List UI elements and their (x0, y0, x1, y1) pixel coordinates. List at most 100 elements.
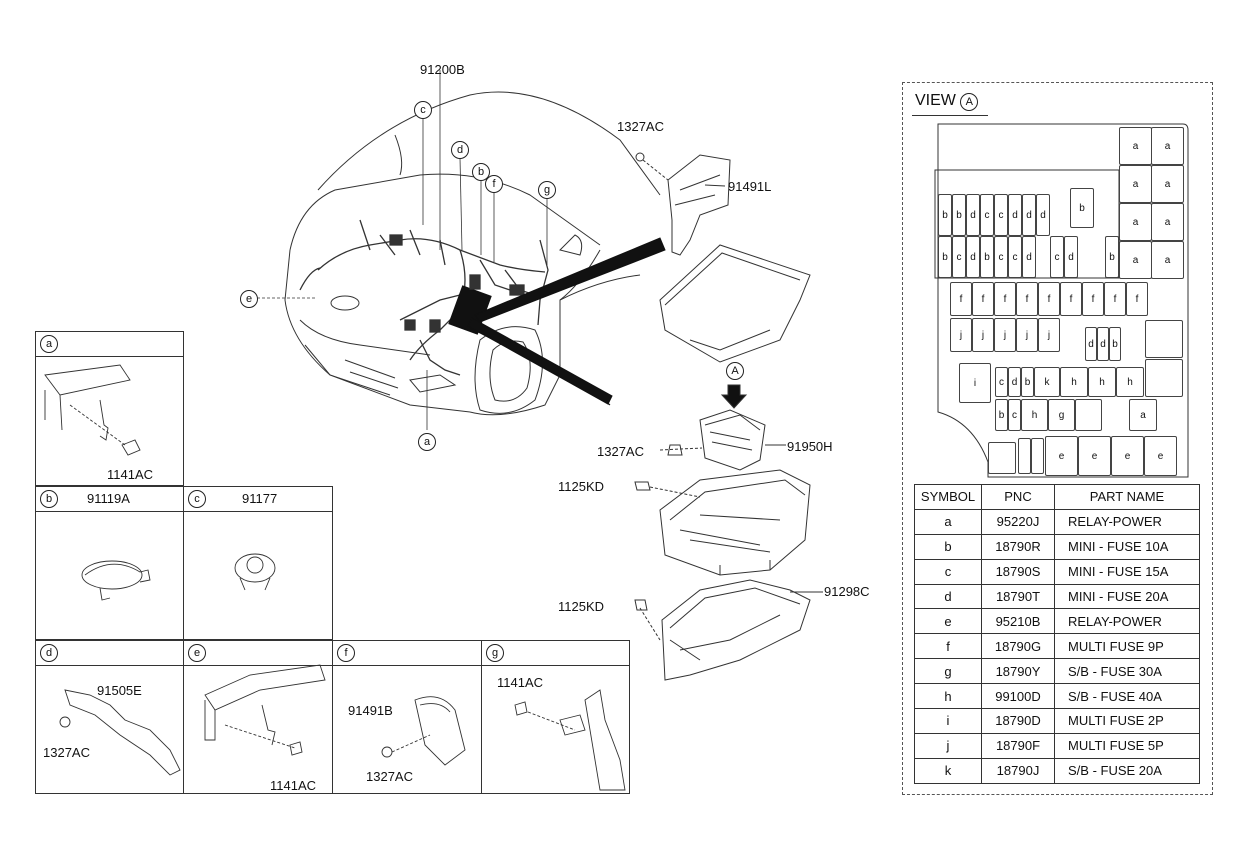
detail-drawings (44, 364, 626, 791)
harness-letter-c: c (414, 101, 432, 119)
detail-box-symbol: f (337, 644, 355, 662)
legend-pnc: 18790T (981, 583, 1055, 610)
legend-part-name: S/B - FUSE 40A (1054, 683, 1200, 710)
fuse-slot: f (972, 282, 994, 316)
fuse-slot: f (1126, 282, 1148, 316)
view-title-marker: A (960, 93, 979, 111)
detail-box-header (333, 641, 481, 666)
legend-pnc: 18790G (981, 633, 1055, 660)
callout-junction-block: 91950H (787, 439, 833, 454)
part-label: 91119A (87, 491, 130, 506)
main-fuse-box (634, 469, 811, 576)
detail-box-header (184, 641, 332, 666)
legend-header-symbol: SYMBOL (914, 484, 982, 510)
legend-symbol: j (914, 732, 982, 759)
fuse-slot: f (950, 282, 972, 316)
fuse-slot: a (1119, 127, 1152, 165)
legend-symbol: i (914, 708, 982, 734)
fuse-slot: d (966, 236, 980, 278)
detail-box-symbol: a (40, 335, 58, 353)
detail-box-symbol: c (188, 490, 206, 508)
fuse-slot: c (994, 194, 1008, 236)
fuse-slot-blank (1031, 438, 1044, 474)
detail-box-symbol: e (188, 644, 206, 662)
fuse-slot: c (952, 236, 966, 278)
fuse-slot: d (1085, 327, 1097, 361)
detail-box-header (184, 487, 332, 512)
fuse-slot: d (1022, 194, 1036, 236)
fuse-slot-blank (1018, 438, 1031, 474)
detail-box-b: b 91119A (35, 486, 184, 640)
fuse-slot: f (1038, 282, 1060, 316)
fuse-slot: j (1038, 318, 1060, 352)
legend-part-name: S/B - FUSE 30A (1054, 658, 1200, 685)
pointer-swooshes (467, 237, 666, 406)
legend-pnc: 95210B (981, 608, 1055, 635)
detail-box-d: d 91505E 1327AC (35, 640, 184, 794)
fuse-slot: a (1151, 127, 1184, 165)
harness-letter-d: d (451, 141, 469, 159)
fuse-layout: a a a a a a a a b b d c c d d d b b c d … (933, 122, 1189, 479)
legend-header-pnc: PNC (981, 484, 1055, 510)
fuse-slot: e (1144, 436, 1177, 476)
fuse-slot: c (1008, 399, 1021, 431)
bracket-91491l (635, 152, 731, 256)
fuse-slot: j (1016, 318, 1038, 352)
legend-part-name: MINI - FUSE 20A (1054, 583, 1200, 610)
harness-letter-b: b (472, 163, 490, 181)
fuse-slot: c (1050, 236, 1064, 278)
detail-box-symbol: g (486, 644, 504, 662)
callout-bracket-nut: 1327AC (617, 119, 664, 134)
harness-letter-g: g (538, 181, 556, 199)
legend-symbol: g (914, 658, 982, 685)
detail-box-a: a 1141AC (35, 331, 184, 486)
legend-part-name: RELAY-POWER (1054, 508, 1200, 535)
view-title: VIEW A (915, 92, 979, 111)
harness-letter-f: f (485, 175, 503, 193)
fuse-slot: a (1119, 241, 1152, 279)
fuse-slot-blank (1075, 399, 1102, 431)
legend-symbol: b (914, 533, 982, 560)
part-label: 1141AC (497, 675, 544, 690)
view-title-text: VIEW (915, 92, 956, 109)
view-arrow (720, 384, 748, 409)
view-a-panel (902, 82, 1213, 795)
fuse-slot: f (1060, 282, 1082, 316)
fuse-slot: h (1088, 367, 1116, 397)
fuse-slot: f (1104, 282, 1126, 316)
legend-part-name: MINI - FUSE 15A (1054, 558, 1200, 585)
callout-bolt-upper: 1125KD (558, 479, 605, 494)
detail-box-c: c 91177 (183, 486, 333, 640)
fuse-slot: a (1119, 203, 1152, 241)
callout-view-marker: A (726, 362, 744, 380)
fuse-slot: d (1097, 327, 1109, 361)
part-label: 91505E (97, 683, 142, 698)
fuse-slot: f (1082, 282, 1104, 316)
fuse-slot: b (1105, 236, 1119, 278)
harness-letter-a: a (418, 433, 436, 451)
fuse-slot: j (994, 318, 1016, 352)
detail-box-header (36, 332, 183, 357)
legend-symbol: c (914, 558, 982, 585)
fuse-slot: a (1119, 165, 1152, 203)
fuse-slot: c (994, 236, 1008, 278)
fuse-slot: b (938, 236, 952, 278)
fuse-slot: h (1116, 367, 1144, 397)
legend-pnc: 18790D (981, 708, 1055, 734)
legend-part-name: S/B - FUSE 20A (1054, 757, 1200, 784)
fuse-slot: c (1008, 236, 1022, 278)
fuse-slot-blank (1145, 320, 1183, 358)
fuse-slot: d (1008, 367, 1021, 397)
fuse-slot: h (1021, 399, 1048, 431)
car-body-outline (284, 91, 661, 416)
fuse-slot: e (1045, 436, 1078, 476)
